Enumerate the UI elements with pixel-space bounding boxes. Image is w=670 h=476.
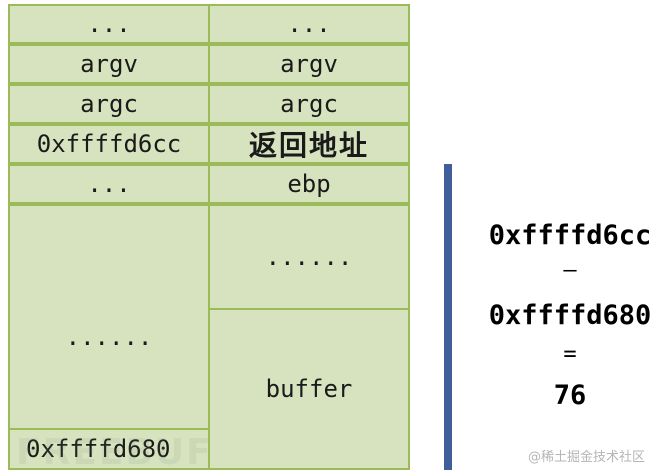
divider-bar — [444, 164, 452, 470]
calc-minus-sign: – — [563, 258, 577, 283]
right-cell-ebp: ebp — [208, 164, 410, 204]
calc-operand-2: 0xffffd680 — [488, 300, 652, 331]
right-cell-buffer: buffer — [208, 308, 410, 470]
calc-result: 76 — [553, 380, 587, 411]
right-cell-argc: argc — [208, 84, 410, 124]
right-cell-argv: argv — [208, 44, 410, 84]
left-cell-argc: argc — [8, 84, 210, 124]
left-cell-ellipsis-large: ...... — [8, 204, 210, 470]
left-cell-ellipsis-top: ... — [8, 4, 210, 44]
calc-operand-1: 0xffffd6cc — [488, 220, 652, 251]
left-cell-address-d680: 0xffffd680 — [8, 428, 210, 470]
calc-equals-sign: = — [563, 342, 577, 367]
left-cell-ellipsis-mid: ... — [8, 164, 210, 204]
right-cell-return-address: 返回地址 — [208, 124, 410, 164]
left-cell-argv: argv — [8, 44, 210, 84]
right-cell-ellipsis-top: ... — [208, 4, 410, 44]
left-cell-address-d6cc: 0xffffd6cc — [8, 124, 210, 164]
right-cell-ellipsis: ...... — [208, 204, 410, 310]
juejin-watermark: @稀土掘金技术社区 — [528, 450, 646, 465]
